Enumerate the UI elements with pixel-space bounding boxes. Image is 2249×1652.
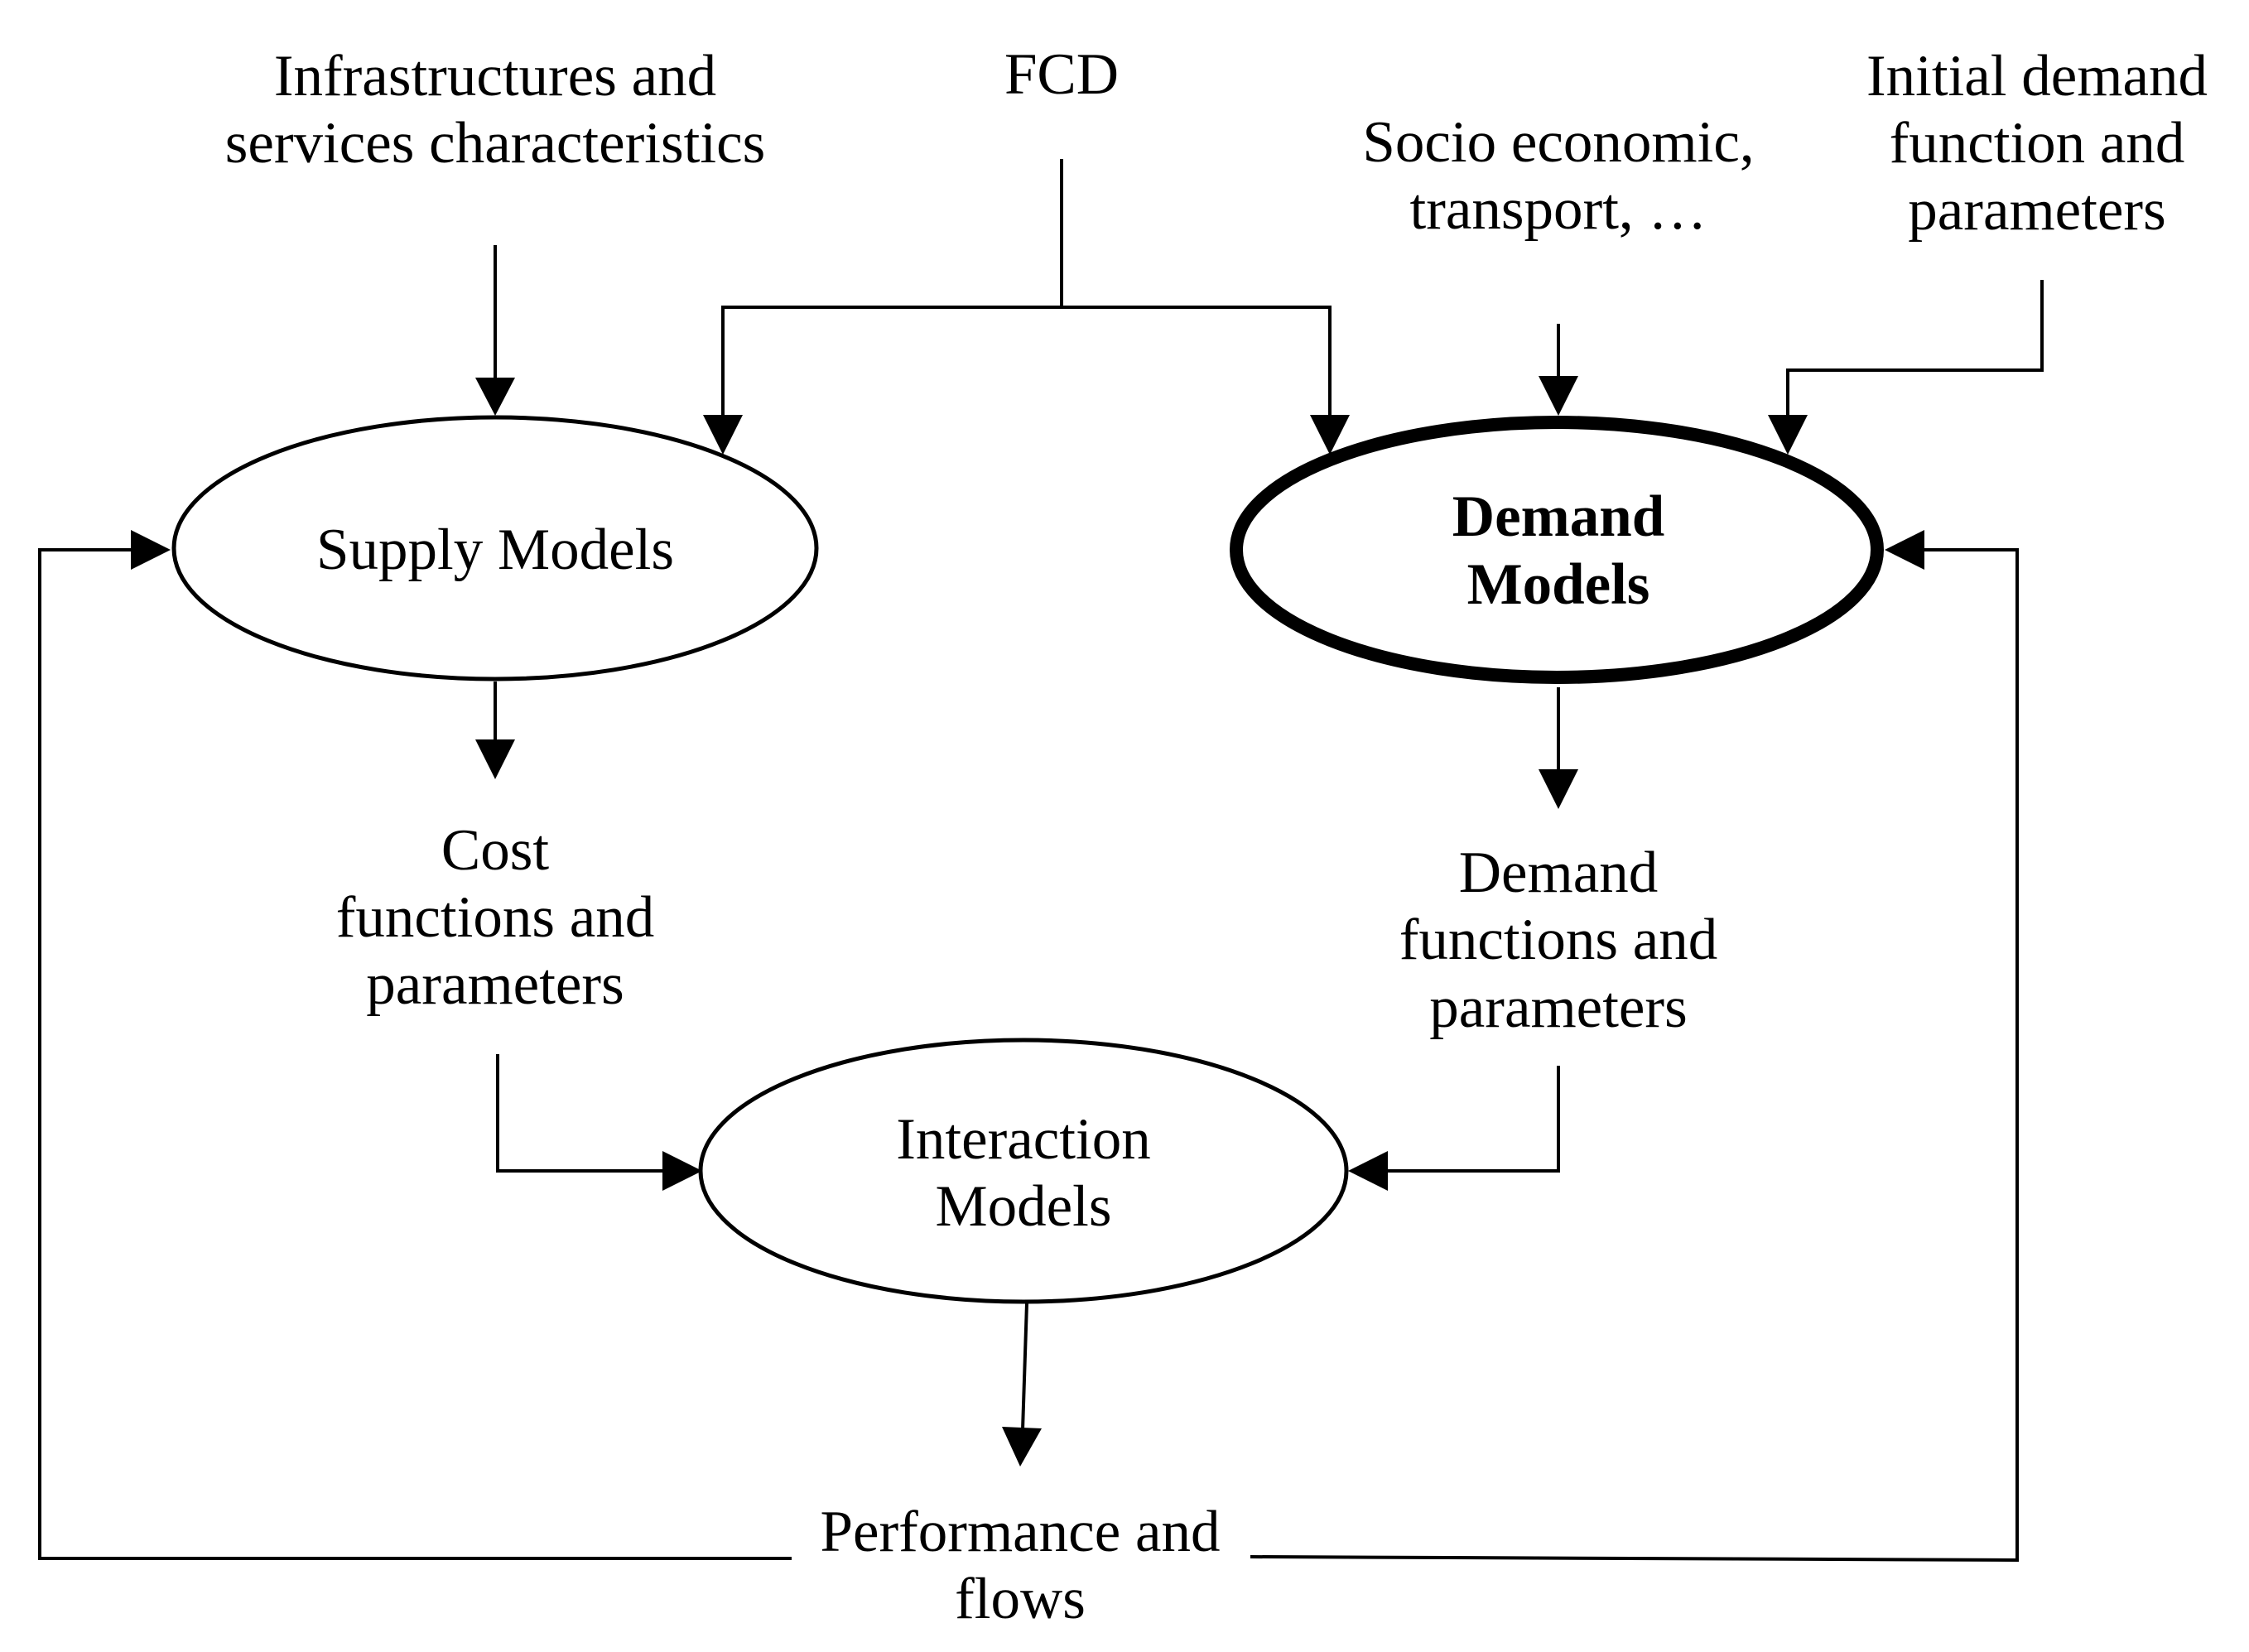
arrowhead-feedback-demand bbox=[1885, 530, 1924, 570]
arrowhead-socio-demand bbox=[1539, 376, 1578, 416]
supply-models-node bbox=[171, 415, 819, 682]
edge-fcd-to-demand bbox=[1062, 306, 1332, 418]
label-initial-line1: Initial demand bbox=[1866, 44, 2208, 108]
label-interaction-line2: Models bbox=[936, 1174, 1112, 1239]
arrowhead-interaction-left bbox=[662, 1151, 702, 1191]
label-demand-functions-line2: functions and bbox=[1399, 908, 1718, 972]
label-fcd: FCD bbox=[1004, 42, 1119, 107]
label-infrastructures-line2: services characteristics bbox=[225, 111, 765, 176]
edge-demandfunctions-to-interaction bbox=[1385, 1066, 1560, 1173]
arrowhead-feedback-supply bbox=[131, 530, 171, 570]
edge-cost-to-interaction bbox=[496, 1054, 666, 1173]
edge-fcd-to-supply bbox=[721, 306, 1062, 418]
label-supply-models: Supply Models bbox=[316, 518, 674, 582]
edge-interaction-to-performance bbox=[1021, 1303, 1028, 1431]
edge-initial-to-demand bbox=[1786, 280, 2044, 418]
arrowhead-fcd-demand bbox=[1310, 415, 1350, 455]
label-socio-line1: Socio economic, bbox=[1362, 110, 1754, 175]
arrowhead-performance bbox=[1002, 1427, 1042, 1467]
label-cost-line2: functions and bbox=[336, 885, 655, 950]
arrowhead-cost bbox=[475, 739, 515, 779]
edge-feedback-to-demand bbox=[1250, 548, 2019, 1563]
demand-models-node bbox=[1230, 416, 1884, 684]
arrowhead-fcd-supply bbox=[703, 415, 743, 455]
label-socio-line2: transport, … bbox=[1410, 177, 1707, 242]
label-infrastructures-line1: Infrastructures and bbox=[274, 44, 716, 108]
arrowhead-interaction-right bbox=[1348, 1151, 1388, 1191]
label-performance-line2: flows bbox=[955, 1567, 1086, 1631]
arrowhead-supply-top bbox=[475, 378, 515, 416]
label-initial-line3: parameters bbox=[1908, 178, 2165, 243]
label-cost-line3: parameters bbox=[366, 952, 624, 1017]
label-demand-functions-line1: Demand bbox=[1459, 840, 1659, 905]
label-performance-line1: Performance and bbox=[821, 1500, 1221, 1564]
label-demand-models-line2: Models bbox=[1467, 552, 1650, 617]
label-demand-models-line1: Demand bbox=[1452, 484, 1664, 549]
label-demand-functions-line3: parameters bbox=[1429, 975, 1687, 1040]
label-interaction-line1: Interaction bbox=[896, 1107, 1151, 1172]
arrowhead-initial-demand bbox=[1768, 415, 1808, 455]
label-cost-line1: Cost bbox=[441, 818, 549, 883]
edge-feedback-to-supply bbox=[38, 548, 792, 1560]
arrowhead-demand-functions bbox=[1539, 769, 1578, 809]
label-initial-line2: function and bbox=[1890, 111, 2185, 176]
